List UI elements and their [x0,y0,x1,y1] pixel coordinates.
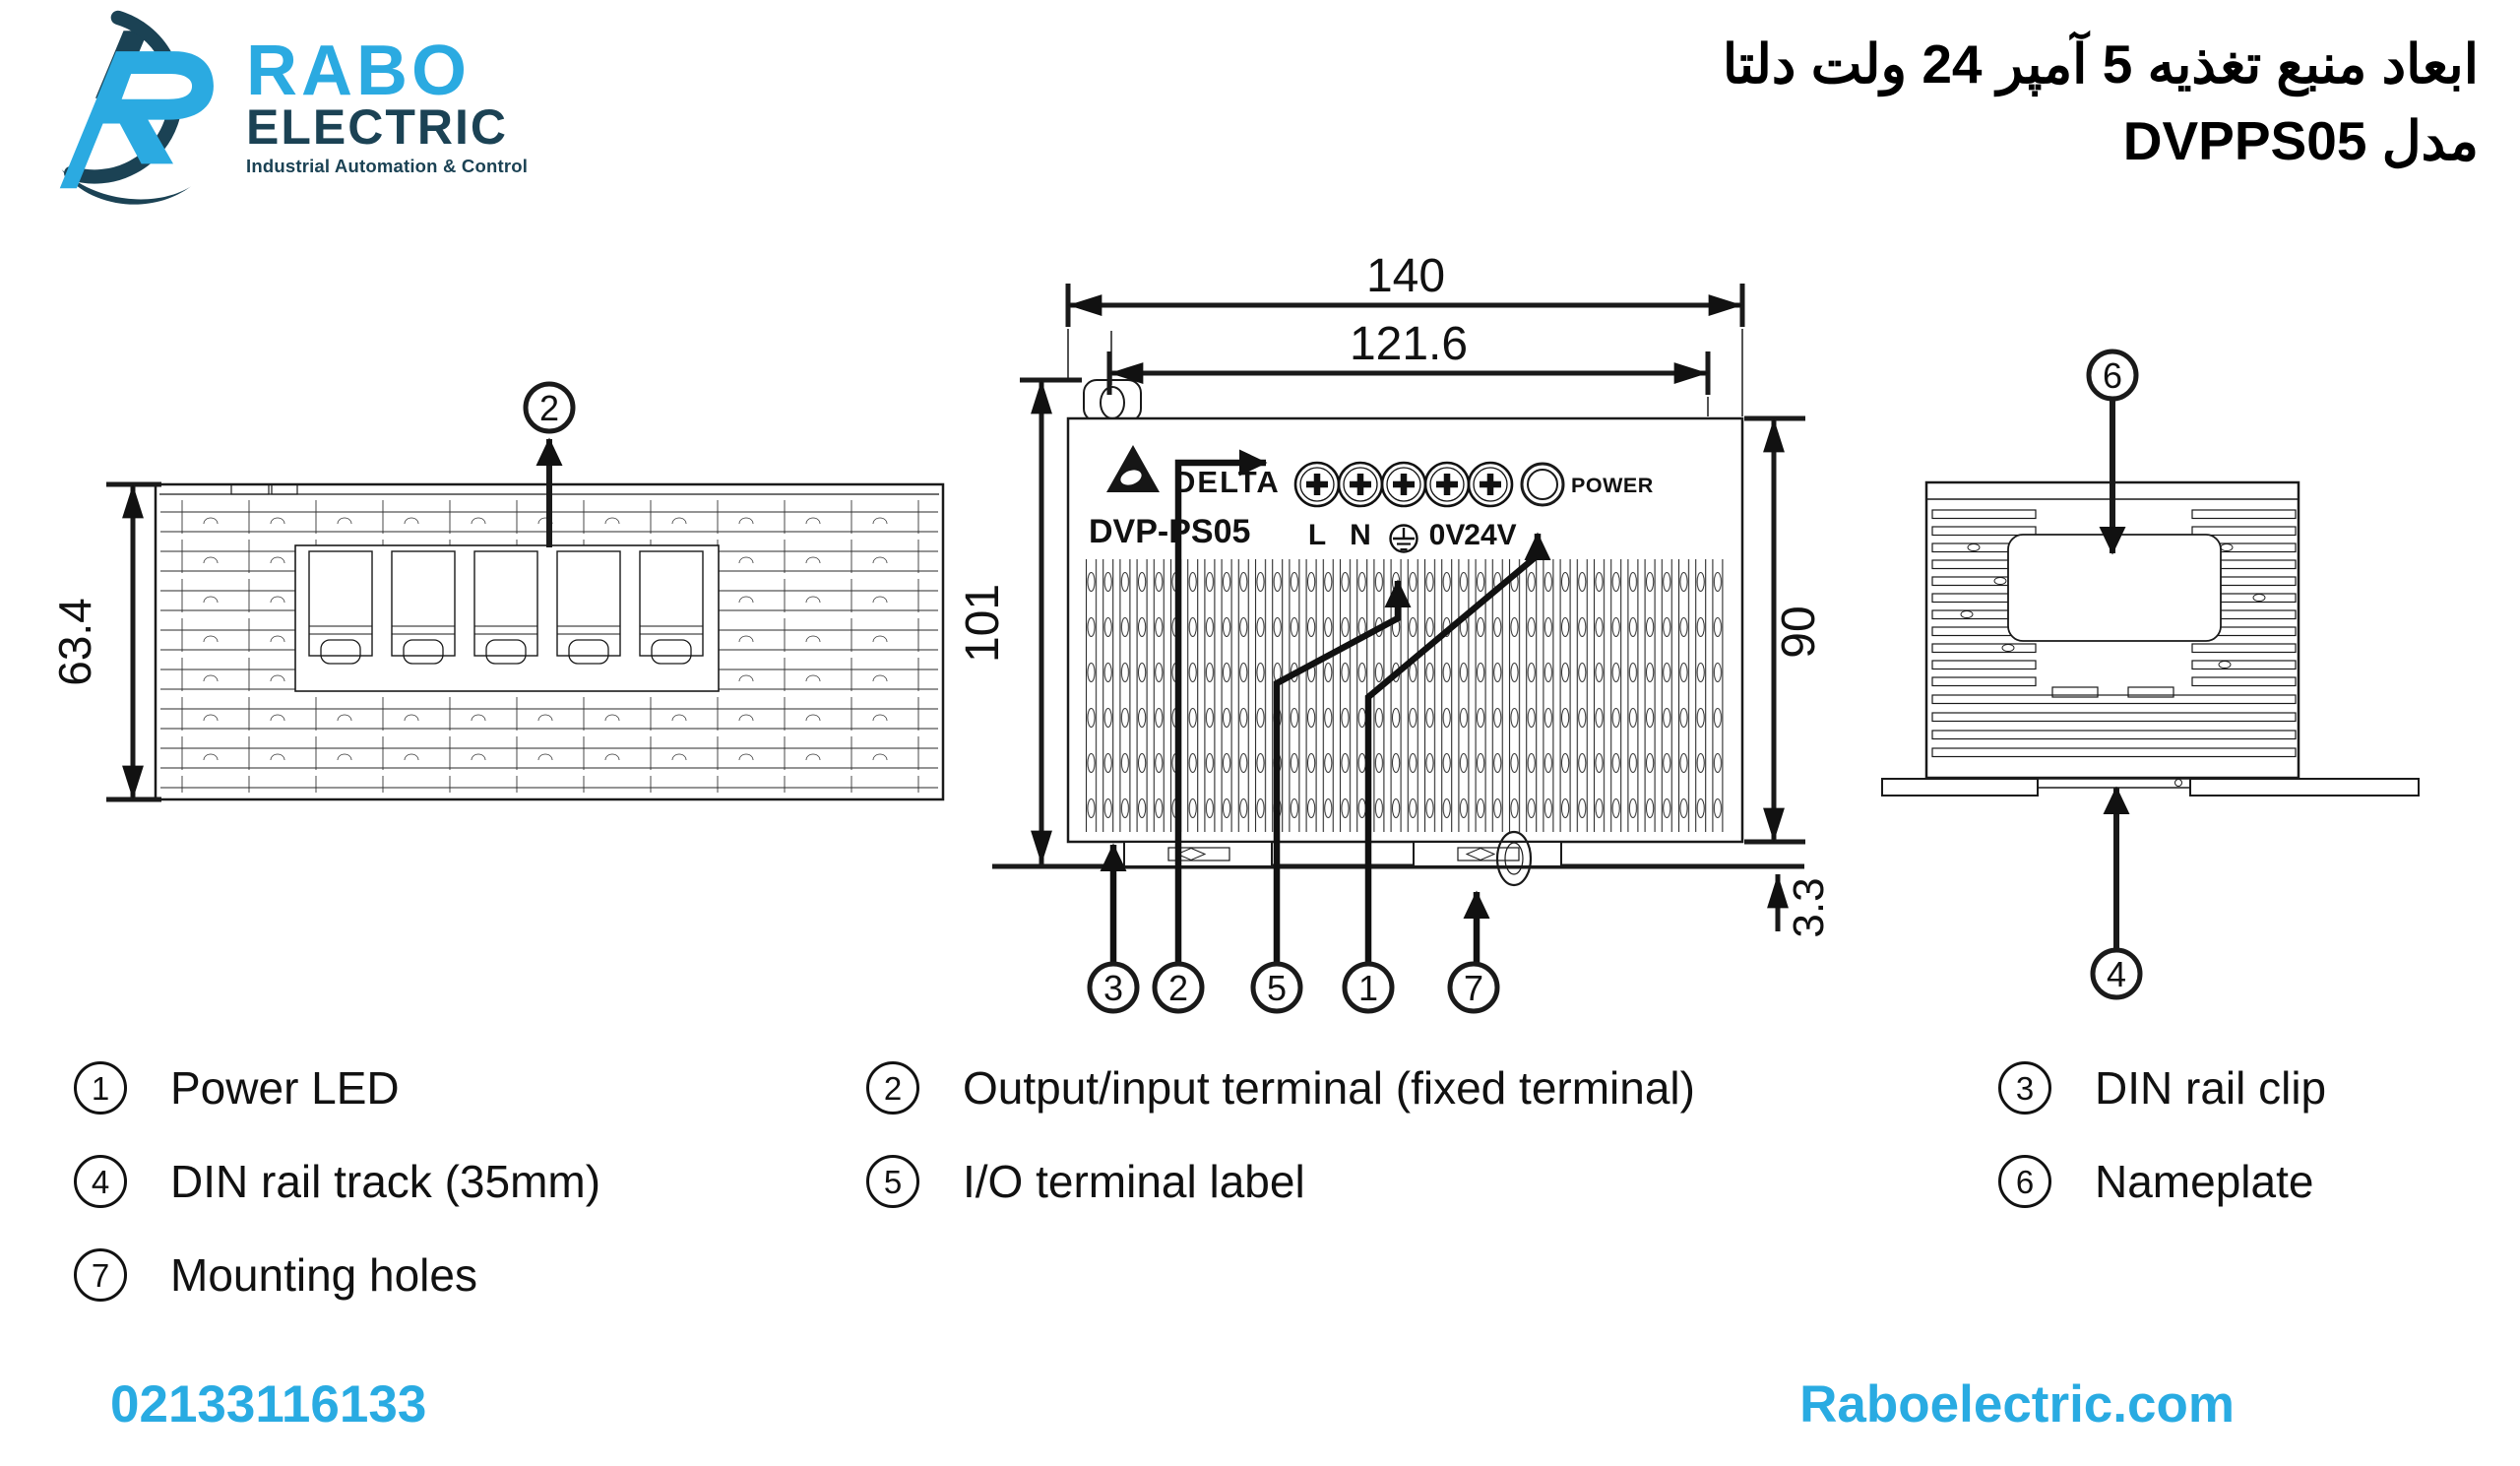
legend-number: 3 [1998,1061,2051,1115]
ground-icon [1389,524,1418,553]
legend-label: Nameplate [2095,1156,2314,1207]
dim-3-3-value: 3.3 [1785,877,1833,937]
model-label: DVP-PS05 [1089,513,1250,550]
legend-item-din-rail-track: 4 DIN rail track (35mm) [74,1155,601,1208]
callout-3-number: 3 [1103,968,1123,1008]
power-led: POWER [1520,462,1654,507]
legend-label: I/O terminal label [963,1156,1305,1207]
callout-2-number: 2 [539,388,559,428]
legend-item-power-led: 1 Power LED [74,1061,600,1115]
legend-number: 4 [74,1155,127,1208]
dim-90: 90 [1744,415,1825,845]
phone-number: 02133116133 [110,1375,427,1434]
legend-number: 7 [74,1248,127,1302]
front-callout-leaders [1100,449,1551,963]
legend-number: 2 [866,1061,919,1115]
mounting-hole-top [1100,386,1125,419]
legend-number: 6 [1998,1155,2051,1208]
legend-item-io-terminal-label: 5 I/O terminal label [866,1155,1695,1208]
legend: 1 Power LED 4 DIN rail track (35mm) 7 Mo… [0,1061,2520,1360]
dim-140-value: 140 [1366,250,1445,302]
page-title-line2: مدل DVPPS05 [2122,110,2479,172]
dim-63-4: 63.4 [49,481,161,802]
legend-label: DIN rail clip [2095,1062,2327,1114]
din-rail-mount [1881,778,2420,797]
legend-label: Power LED [170,1062,400,1114]
callout-5-number: 5 [1267,968,1287,1008]
legend-column-3: 3 DIN rail clip 6 Nameplate [1998,1061,2327,1251]
front-view: DELTA DVP-PS05 L N [957,250,1833,1014]
front-callout-circles: 3 2 5 1 7 [1087,961,1500,1014]
legend-label: Output/input terminal (fixed terminal) [963,1062,1695,1114]
rabo-electric-logo: RABO ELECTRIC Industrial Automation & Co… [35,2,528,205]
logo-wordmark: RABO ELECTRIC Industrial Automation & Co… [246,2,528,177]
technical-drawing: 63.4 2 DELTA DVP-PS05 [49,250,2420,1014]
terminal-screws [1293,461,1514,508]
dim-121-6: 121.6 [1106,318,1711,416]
power-led-label: POWER [1571,474,1654,497]
terminal-n-label: N [1350,519,1371,551]
side-view-fins [1931,509,2297,758]
legend-label: DIN rail track (35mm) [170,1156,601,1207]
website-url: Raboelectric.com [1799,1375,2235,1434]
legend-item-output-input-terminal: 2 Output/input terminal (fixed terminal) [866,1061,1695,1115]
legend-item-mounting-holes: 7 Mounting holes [74,1248,600,1302]
legend-column-1: 1 Power LED 4 DIN rail track (35mm) 7 Mo… [74,1061,601,1345]
dim-101-value: 101 [957,584,1009,663]
callout-1-number: 1 [1358,968,1378,1008]
rabo-logo-mark [59,10,214,205]
callout-4: 4 [2090,786,2143,1000]
legend-number: 1 [74,1061,127,1115]
terminal-l-label: L [1308,519,1326,551]
top-view: 63.4 2 [49,381,945,802]
dim-90-value: 90 [1773,606,1825,658]
delta-logo-text: DELTA [1173,465,1281,499]
top-view-terminal-block [294,544,720,692]
legend-label: Mounting holes [170,1249,477,1301]
dim-63-4-value: 63.4 [49,598,100,686]
page-title-line1: ابعاد منبع تغذیه 5 آمپر 24 ولت دلتا [1722,33,2479,95]
callout-4-number: 4 [2107,954,2126,994]
callout-2-top-view: 2 [523,381,576,547]
legend-item-nameplate: 6 Nameplate [1998,1155,2326,1208]
side-view: 6 4 [1881,349,2420,1000]
legend-item-din-rail-clip: 3 DIN rail clip [1998,1061,2327,1115]
legend-number: 5 [866,1155,919,1208]
din-clip-left [1123,841,1273,867]
logo-brand: RABO [246,32,471,110]
callout-6: 6 [2086,349,2139,555]
logo-brand-sub: ELECTRIC [246,99,508,156]
side-view-fin-details [1960,543,2266,698]
dim-101: 101 [957,377,1082,864]
callout-2b-number: 2 [1168,968,1188,1008]
terminal-labels: L N 0V 24V [1308,519,1517,553]
dim-3-3: 3.3 [1767,874,1833,938]
terminal-0v-label: 0V [1429,519,1466,551]
logo-tagline: Industrial Automation & Control [246,156,529,177]
din-clip-right [1413,841,1562,867]
callout-6-number: 6 [2103,355,2122,396]
dim-140: 140 [1065,250,1745,416]
legend-column-2: 2 Output/input terminal (fixed terminal)… [866,1061,1695,1251]
callout-7-number: 7 [1464,968,1483,1008]
mounting-hole-bottom [1495,830,1533,887]
dim-121-6-value: 121.6 [1350,318,1468,370]
terminal-24v-label: 24V [1464,519,1516,551]
page-title: ابعاد منبع تغذیه 5 آمپر 24 ولت دلتا مدل … [1723,26,2479,179]
